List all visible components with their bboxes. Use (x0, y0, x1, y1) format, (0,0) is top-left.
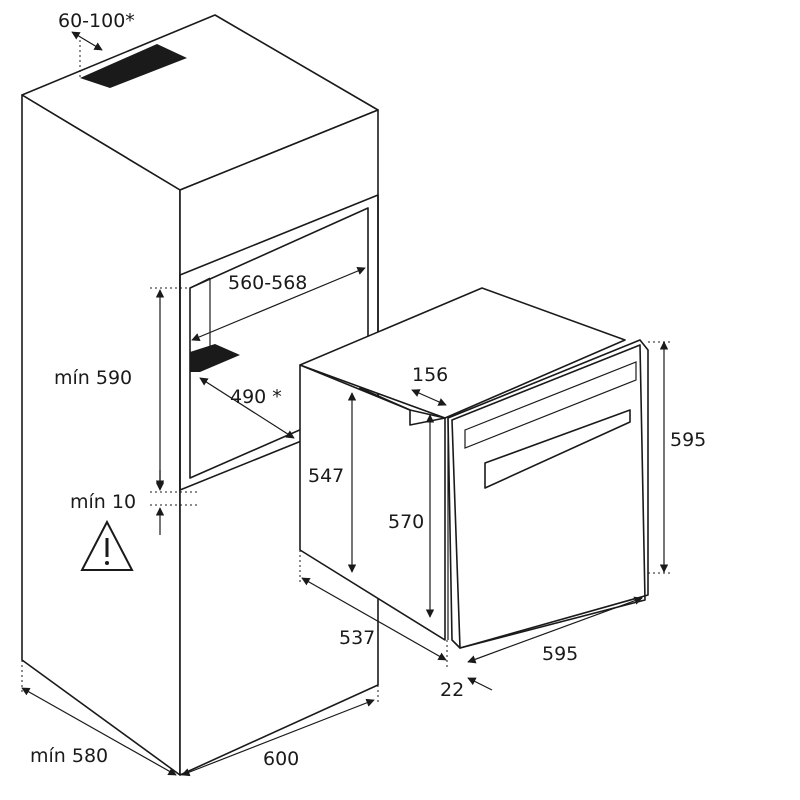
oven-door-panel (451, 344, 646, 649)
oven-top-face (299, 287, 626, 419)
cabinet-side-face (21, 94, 181, 776)
dim-cabinet-depth (21, 687, 177, 776)
label-gap-bottom: mín 10 (70, 491, 136, 513)
label-floor-vent: 490 * (230, 386, 282, 408)
label-niche-height: mín 590 (54, 367, 132, 389)
dim-oven-notch (411, 389, 447, 406)
label-cabinet-depth: mín 580 (30, 745, 108, 767)
dim-oven-width (467, 596, 643, 664)
label-door-thickness: 22 (440, 679, 464, 701)
dim-oven-depth (301, 577, 447, 661)
oven-body (299, 287, 649, 649)
label-oven-side-height: 547 (308, 465, 344, 487)
label-oven-notch: 156 (412, 364, 448, 386)
dim-niche-width (191, 267, 366, 341)
dim-floor-vent (199, 377, 295, 439)
label-oven-front-height: 595 (670, 429, 706, 451)
dimension-lines (21, 31, 672, 777)
floor-vent-slot (190, 344, 240, 372)
warning-icon (80, 519, 134, 571)
dimension-labels: 60-100* 560-568 mín 590 490 * mín 10 156… (30, 10, 706, 770)
label-oven-depth: 537 (339, 627, 375, 649)
oven-control-strip (464, 361, 637, 449)
label-oven-width: 595 (542, 643, 578, 665)
dim-vent-top (71, 31, 103, 51)
top-vent-slot (80, 44, 187, 88)
dim-cabinet-width (181, 698, 375, 777)
label-oven-body-height: 570 (388, 511, 424, 533)
dim-door-thickness (467, 677, 493, 691)
label-vent-top: 60-100* (58, 10, 135, 32)
oven-handle (484, 409, 631, 489)
label-niche-width: 560-568 (228, 272, 307, 294)
label-cabinet-width: 600 (263, 748, 299, 770)
